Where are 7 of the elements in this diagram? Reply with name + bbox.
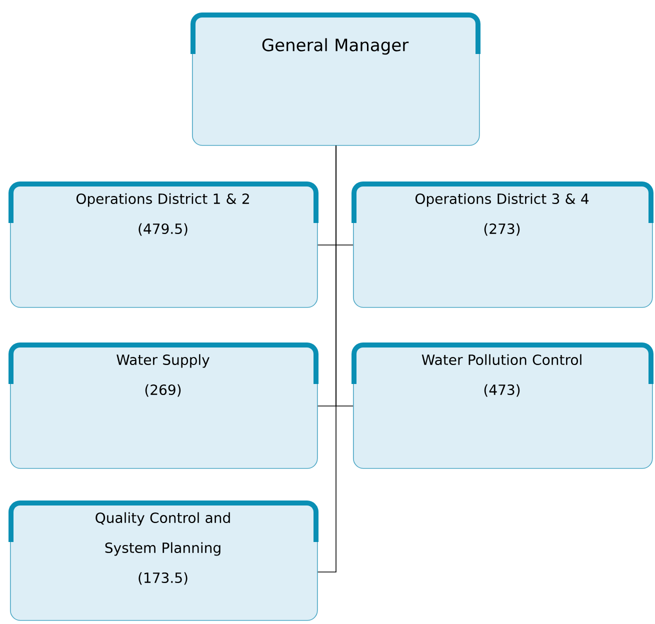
org-box: Water Supply (269) [8, 342, 318, 469]
org-box: Water Pollution Control (473) [352, 342, 654, 469]
org-box: Operations District 1 & 2 (479.5) [8, 182, 318, 308]
org-box: Operations District 3 & 4 (273) [352, 182, 654, 308]
connector-line [317, 145, 336, 572]
org-box: Quality Control and System Planning (173.5) [8, 500, 318, 621]
org-box: General Manager [190, 12, 480, 146]
